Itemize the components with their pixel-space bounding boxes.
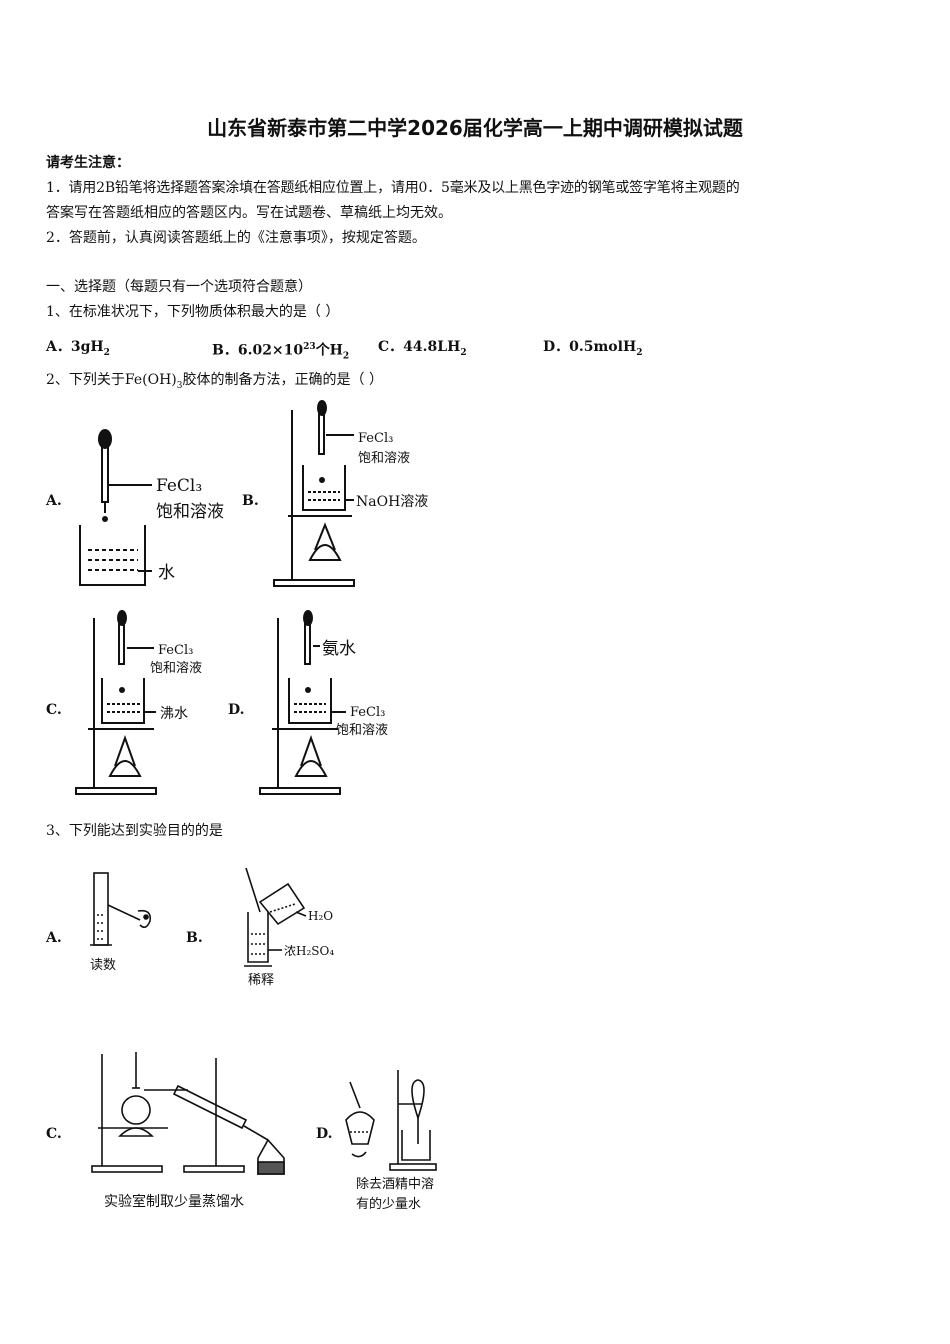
q2a-sat-label: 饱和溶液: [156, 502, 224, 522]
q1-option-d: D．0.5molH2: [543, 339, 643, 358]
q2b-naoh-label: NaOH溶液: [356, 494, 428, 510]
q3-label-d: D.: [316, 1126, 333, 1142]
q2b-sat-label: 饱和溶液: [358, 451, 410, 466]
q2a-water-label: 水: [158, 563, 175, 583]
q2-label-d: D.: [228, 702, 245, 718]
q2-figure-a: FeCl₃ 饱和溶液 水: [79, 429, 224, 586]
q2d-ammonia-label: 氨水: [322, 639, 356, 659]
q2-figure-c: FeCl₃ 饱和溶液 沸水: [75, 610, 202, 795]
q3-figure-d: 除去酒精中溶 有的少量水: [345, 1070, 437, 1212]
q2-label-c: C.: [46, 702, 62, 718]
q2c-boil-label: 沸水: [160, 706, 188, 722]
notice-heading: 请考生注意：: [46, 155, 130, 171]
q3d-caption-1: 除去酒精中溶: [356, 1177, 434, 1192]
q3a-caption: 读数: [90, 958, 116, 973]
q3-figure-b: H₂O 浓H₂SO₄ 稀释: [244, 867, 334, 988]
q2b-fecl3-label: FeCl₃: [358, 431, 393, 446]
notice-line-1b: 答案写在答题纸相应的答题区内。写在试题卷、草稿纸上均无效。: [46, 205, 452, 221]
q1-stem: 1、在标准状况下，下列物质体积最大的是（ ）: [46, 304, 340, 320]
q2-stem: 2、下列关于Fe(OH)3胶体的制备方法，正确的是（ ）: [46, 372, 383, 391]
q3b-h2o-label: H₂O: [308, 909, 333, 923]
q2d-sat-label: 饱和溶液: [336, 723, 388, 738]
section-heading: 一、选择题（每题只有一个选项符合题意）: [46, 279, 312, 295]
q1-option-b: B．6.02×1023个H2: [212, 342, 350, 362]
q1-option-a: A．3gH2: [46, 339, 110, 358]
q3d-caption-2: 有的少量水: [356, 1196, 421, 1212]
q2-figure-d: 氨水 FeCl₃ 饱和溶液: [259, 610, 388, 795]
q3b-caption: 稀释: [248, 973, 274, 988]
q3b-acid-label: 浓H₂SO₄: [284, 944, 334, 958]
q2c-fecl3-label: FeCl₃: [158, 643, 193, 658]
q1-option-c: C．44.8LH2: [378, 339, 467, 358]
q2a-fecl3-label: FeCl₃: [156, 476, 202, 496]
q3-label-b: B.: [186, 930, 203, 946]
q3-label-a: A.: [46, 930, 62, 946]
q3-stem: 3、下列能达到实验目的的是: [46, 823, 223, 839]
q2-figure-b: FeCl₃ 饱和溶液 NaOH溶液: [273, 400, 428, 587]
q3-figure-a: 读数: [90, 872, 152, 973]
q2-label-a: A.: [46, 493, 62, 509]
q2c-sat-label: 饱和溶液: [150, 661, 202, 676]
page-title: 山东省新泰市第二中学2026届化学高一上期中调研模拟试题: [207, 116, 743, 140]
q3-figure-c: 实验室制取少量蒸馏水: [91, 1052, 285, 1210]
q2d-fecl3-label: FeCl₃: [350, 705, 385, 720]
q3c-caption: 实验室制取少量蒸馏水: [104, 1193, 244, 1210]
notice-line-1a: 1．请用2B铅笔将选择题答案涂填在答题纸相应位置上，请用0．5毫米及以上黑色字迹…: [46, 180, 740, 196]
q2-label-b: B.: [242, 493, 259, 509]
notice-line-2: 2．答题前，认真阅读答题纸上的《注意事项》，按规定答题。: [46, 230, 426, 246]
q3-label-c: C.: [46, 1126, 62, 1142]
